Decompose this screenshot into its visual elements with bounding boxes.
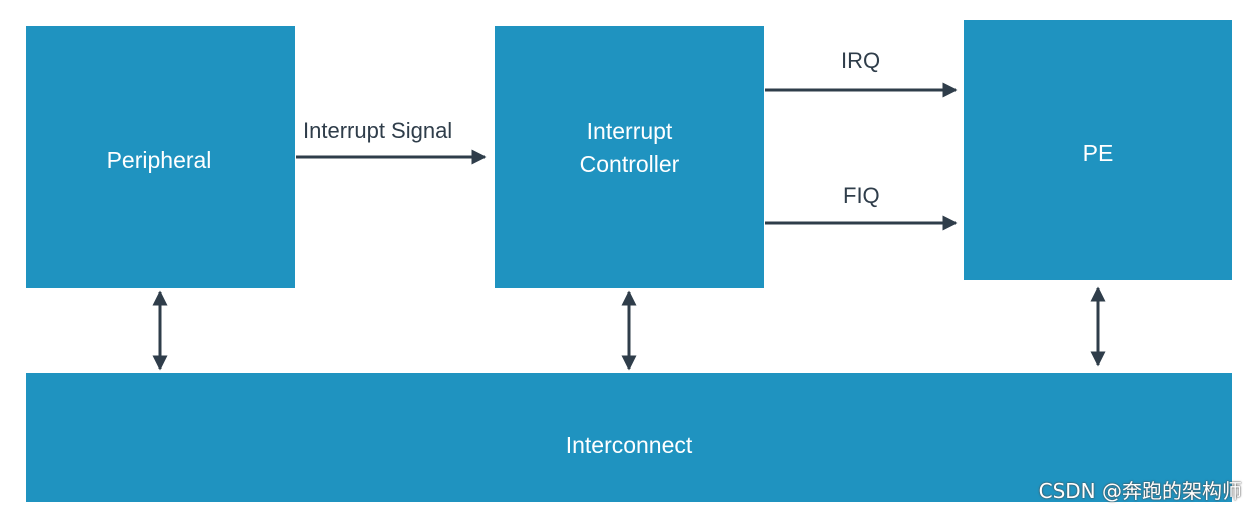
pe-block: PE — [964, 20, 1232, 280]
peripheral-label: Peripheral — [106, 146, 212, 173]
interrupt-signal-label: Interrupt Signal — [303, 118, 453, 143]
interconnect-label: Interconnect — [565, 432, 693, 458]
fiq-label: FIQ — [843, 183, 880, 208]
interrupt-controller-label-line1: Interrupt — [586, 118, 673, 144]
interconnect-block: Interconnect — [26, 373, 1232, 502]
irq-label: IRQ — [841, 48, 881, 73]
peripheral-block: Peripheral — [26, 26, 295, 288]
interrupt-controller-label-line2: Controller — [579, 151, 680, 177]
interrupt-controller-block: Interrupt Controller — [495, 26, 764, 288]
interrupt-controller-label: Interrupt Controller — [580, 115, 680, 181]
pe-label: PE — [1082, 139, 1114, 166]
watermark: CSDN @奔跑的架构师 — [1038, 479, 1242, 503]
